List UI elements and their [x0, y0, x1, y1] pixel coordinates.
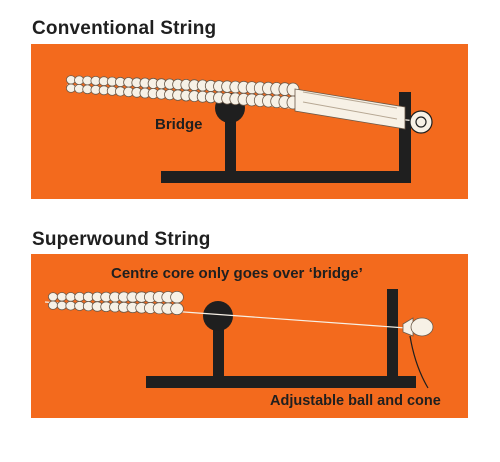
bridge-saddle: [203, 301, 233, 331]
base-bar: [146, 376, 416, 388]
winding-bead: [170, 302, 184, 316]
winding-bead: [170, 291, 184, 304]
winding-bead: [56, 300, 68, 311]
winding-texture: [302, 101, 398, 120]
bridge-label: Bridge: [155, 116, 203, 133]
string-winding: [66, 75, 300, 110]
conventional-string-diagram: [66, 75, 433, 183]
superwound-string-panel: Centre core only goes over ‘bridge’ Adju…: [31, 254, 468, 418]
cone: [402, 317, 414, 337]
ball-leader-line: [409, 335, 429, 389]
base-bar: [161, 171, 411, 183]
superwound-string-heading: Superwound String: [32, 229, 211, 250]
wound-tail: [294, 88, 406, 130]
winding-bead: [65, 292, 76, 302]
ball-end-hole: [415, 116, 427, 128]
winding-bead: [47, 292, 58, 302]
conventional-string-panel: Bridge: [31, 44, 468, 199]
conventional-string-heading: Conventional String: [32, 18, 217, 39]
bridge-post: [213, 314, 224, 384]
bridge-post: [225, 106, 236, 176]
winding-bead: [47, 300, 58, 310]
winding-bead: [56, 292, 68, 302]
string-winding: [47, 291, 184, 316]
tail-post: [399, 92, 411, 183]
winding-texture: [302, 91, 398, 109]
superwound-string-diagram: [44, 289, 434, 389]
tail-post: [387, 289, 398, 388]
adjustable-ball: [410, 317, 434, 337]
ball-end: [409, 110, 433, 134]
core-label: Centre core only goes over ‘bridge’: [111, 265, 363, 282]
ball-label: Adjustable ball and cone: [270, 393, 441, 409]
winding-bead: [65, 300, 76, 311]
